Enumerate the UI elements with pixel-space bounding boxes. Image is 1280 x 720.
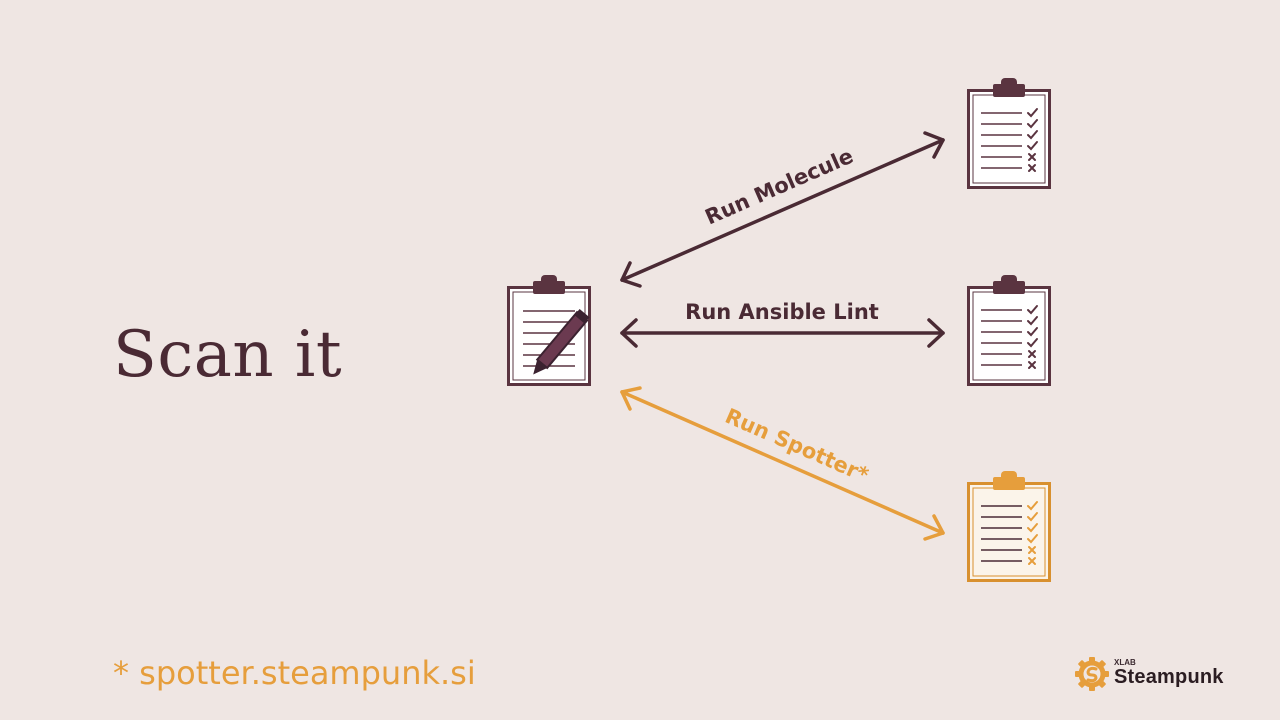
arrow-spotter: [620, 386, 945, 541]
logo-sup-text: XLAB: [1114, 658, 1136, 667]
clipboard-checklist-icon: [967, 471, 1051, 582]
label-run-ansible-lint: Run Ansible Lint: [685, 300, 879, 324]
steampunk-logo: XLAB Steampunk: [1074, 656, 1254, 696]
clipboard-checklist-icon: [967, 78, 1051, 189]
gear-icon: [1075, 657, 1109, 691]
arrow-molecule: [620, 131, 945, 288]
logo-name-text: Steampunk: [1114, 666, 1224, 688]
footnote-url: * spotter.steampunk.si: [113, 654, 476, 692]
clipboard-checklist-icon: [967, 275, 1051, 386]
clipboard-pencil-icon: [507, 275, 591, 386]
slide-title: Scan it: [113, 318, 343, 392]
arrow-lint: [620, 318, 945, 348]
